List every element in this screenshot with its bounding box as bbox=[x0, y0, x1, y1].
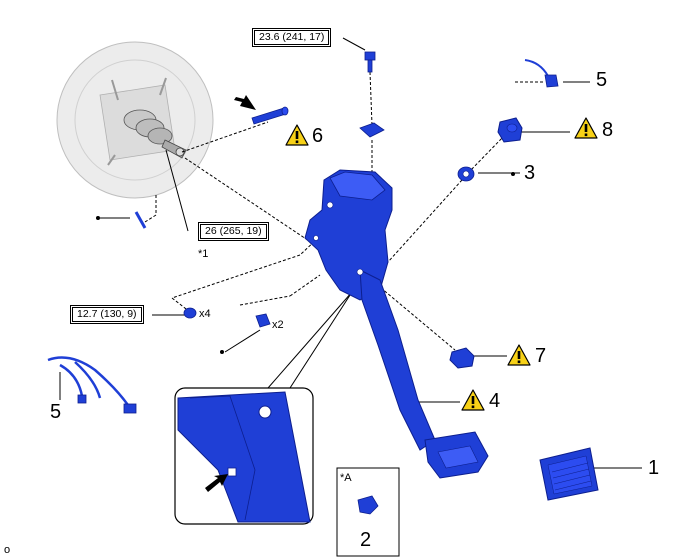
note-star-1: *1 bbox=[198, 248, 209, 260]
wire-harness-left bbox=[47, 356, 132, 409]
retaining-clip bbox=[134, 211, 147, 229]
callout-5-top: 5 bbox=[596, 69, 608, 91]
pedal-stroke-sensor-connector bbox=[449, 347, 475, 369]
callout-8: 8 bbox=[602, 119, 614, 141]
callout-7: 7 bbox=[535, 345, 547, 367]
detail-inset bbox=[174, 387, 314, 525]
callout-2: 2 bbox=[360, 529, 372, 551]
torque-spec-center-text: 26 (265, 19) bbox=[200, 224, 267, 239]
clevis-pin bbox=[251, 106, 289, 125]
quantity-x4: x4 bbox=[199, 308, 211, 320]
booster-push-rod-boot bbox=[123, 109, 187, 159]
torque-spec-top-text: 23.6 (241, 17) bbox=[254, 30, 330, 45]
variant-a-inset bbox=[336, 467, 400, 557]
wire-harness-connector-top bbox=[524, 59, 559, 88]
callout-4: 4 bbox=[489, 390, 501, 412]
brake-pedal-assembly bbox=[304, 169, 489, 479]
caution-icon-6 bbox=[285, 124, 309, 146]
bolt-x2 bbox=[255, 313, 271, 328]
stop-light-switch bbox=[497, 117, 523, 143]
torque-spec-left: 12.7 (130, 9) bbox=[70, 305, 144, 324]
bullet-dot-left bbox=[96, 216, 100, 220]
caution-icon-8 bbox=[574, 117, 598, 139]
callout-5-left: 5 bbox=[50, 401, 62, 423]
note-star-a: *A bbox=[340, 472, 352, 484]
brake-booster bbox=[56, 41, 214, 199]
brake-pedal-pad bbox=[539, 447, 599, 501]
callout-3: 3 bbox=[524, 162, 536, 184]
pedal-bracket-bolt bbox=[364, 51, 376, 73]
torque-spec-left-text: 12.7 (130, 9) bbox=[72, 307, 142, 322]
harness-clip-left bbox=[77, 394, 87, 404]
bullet-dot-x2 bbox=[220, 350, 224, 354]
caution-icon-7 bbox=[507, 344, 531, 366]
quantity-x2: x2 bbox=[272, 319, 284, 331]
inset-pointer-arrow-icon bbox=[205, 474, 228, 492]
assembly-lines bbox=[144, 71, 545, 351]
bullet-dot-3 bbox=[511, 172, 515, 176]
corner-mark: o bbox=[4, 544, 11, 556]
bracket-nut bbox=[359, 122, 385, 138]
pedal-bushing bbox=[457, 166, 475, 182]
caution-icon-4 bbox=[461, 389, 485, 411]
torque-spec-top: 23.6 (241, 17) bbox=[252, 28, 332, 47]
harness-connector-left bbox=[123, 403, 137, 414]
callout-6: 6 bbox=[312, 125, 324, 147]
pointer-arrow-icon bbox=[234, 95, 256, 110]
torque-spec-center: 26 (265, 19) bbox=[198, 222, 269, 241]
bracket-nut-x4 bbox=[183, 307, 197, 319]
callout-1: 1 bbox=[648, 457, 660, 479]
